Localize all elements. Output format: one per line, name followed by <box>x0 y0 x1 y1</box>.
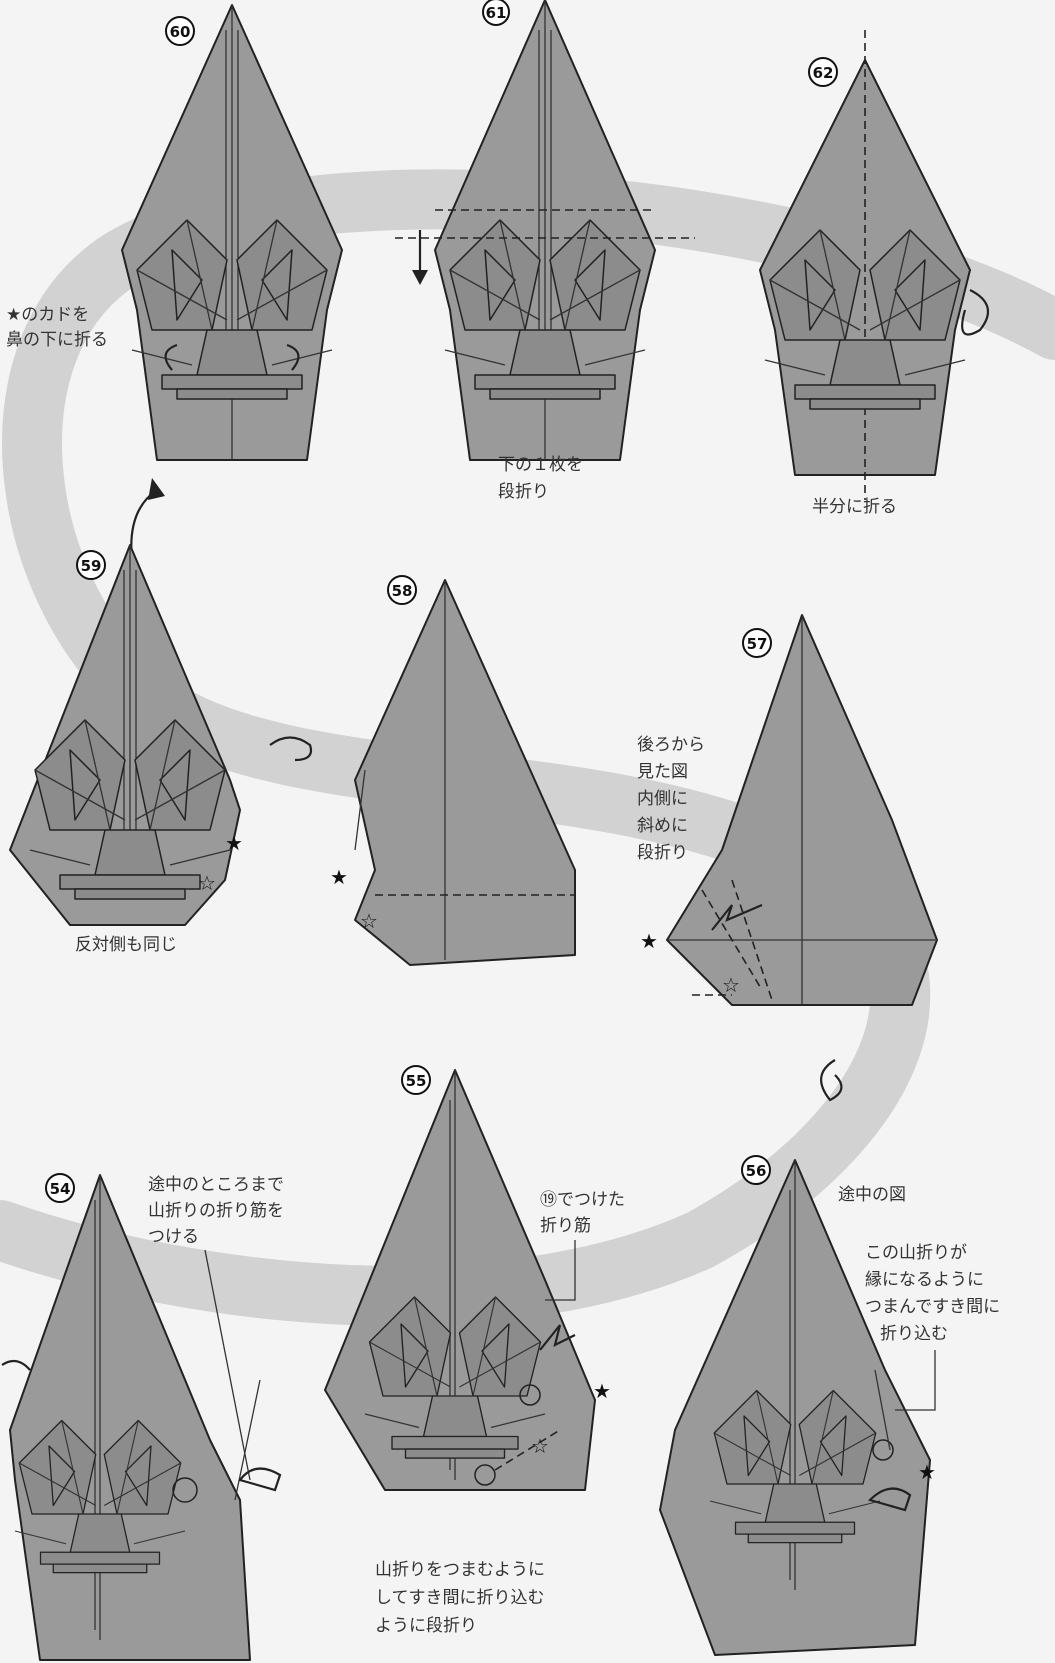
step-55-model <box>324 1069 596 1491</box>
step-58-star-filled: ★ <box>330 865 348 889</box>
step-59-model <box>9 544 241 926</box>
step-54-note-3: つける <box>148 1227 199 1247</box>
step-54-note-2: 山折りの折り筋を <box>148 1201 284 1221</box>
step-59-badge <box>76 550 106 580</box>
step-57-number: 57 <box>747 635 768 653</box>
step-61-badge <box>482 0 510 26</box>
step-55-number: 55 <box>406 1072 427 1090</box>
rotate-arrow <box>820 1059 843 1102</box>
step-56-badge <box>741 1155 771 1185</box>
step-58-model <box>354 579 576 966</box>
step-57-note-3: 内側に <box>637 789 688 809</box>
step-57-star-outline: ☆ <box>722 973 740 997</box>
step-60-note-1: ★のカドを <box>6 305 89 325</box>
step-55-bottom-note-2: してすき間に折り込む <box>375 1588 545 1608</box>
step-61-model <box>395 0 695 461</box>
step-55-bottom-note-3: ように段折り <box>375 1616 477 1636</box>
step-55-leader-line <box>545 1240 576 1301</box>
step-56-side-note-4: 折り込む <box>880 1324 948 1344</box>
step-58-number: 58 <box>392 582 413 600</box>
step-54-model <box>9 1174 282 1661</box>
step-55-badge <box>401 1065 431 1095</box>
step-62-model <box>759 30 990 500</box>
step-59-star-filled: ★ <box>225 831 243 855</box>
step-58-star-outline: ☆ <box>360 909 378 933</box>
step-56-number: 56 <box>746 1162 767 1180</box>
continue-arrow <box>1 1359 31 1371</box>
step-57-note-2: 見た図 <box>637 762 688 782</box>
step-60-number: 60 <box>170 23 191 41</box>
step-62-badge <box>808 57 838 87</box>
step-62-number: 62 <box>813 64 834 82</box>
step-61-number: 61 <box>486 4 507 22</box>
step-54-badge <box>45 1173 75 1203</box>
step-61-note-2: 段折り <box>498 482 549 502</box>
step-57-star-filled: ★ <box>640 929 658 953</box>
step-55-star-filled: ★ <box>593 1379 611 1403</box>
step-54-number: 54 <box>50 1180 71 1198</box>
step-57-note-1: 後ろから <box>637 735 705 755</box>
step-55-note-2: 折り筋 <box>540 1216 591 1236</box>
step-59-note-1: 反対側も同じ <box>75 935 177 955</box>
step-57-note-5: 段折り <box>637 843 688 863</box>
step-56-leader-line <box>895 1350 936 1411</box>
step-61-note-1: 下の１枚を <box>498 455 583 475</box>
step-56-note-1: 途中の図 <box>838 1185 906 1205</box>
step-57-note-4: 斜めに <box>637 816 688 836</box>
step-56-model <box>659 1159 931 1656</box>
turn-over-arrow <box>269 736 313 762</box>
step-55-note-1: ⑲でつけた <box>540 1190 625 1210</box>
step-57-badge <box>742 628 772 658</box>
step-59-number: 59 <box>81 557 102 575</box>
step-59-star-outline: ☆ <box>198 871 216 895</box>
step-60-model <box>121 4 343 461</box>
step-62-note-1: 半分に折る <box>812 497 897 517</box>
step-57-model <box>666 614 938 1006</box>
step-60-note-2: 鼻の下に折る <box>6 330 108 350</box>
step-55-bottom-note-1: 山折りをつまむように <box>375 1560 545 1580</box>
step-56-star-filled: ★ <box>918 1460 936 1484</box>
step-60-badge <box>165 16 195 46</box>
curved-arrow-59-to-60 <box>130 489 158 561</box>
step-56-side-note-1: この山折りが <box>865 1243 967 1263</box>
step-58-badge <box>387 575 417 605</box>
step-55-star-outline: ☆ <box>531 1434 549 1458</box>
step-56-side-note-2: 縁になるように <box>865 1270 984 1290</box>
step-54-note-1: 途中のところまで <box>148 1175 284 1195</box>
step-56-side-note-3: つまんですき間に <box>865 1297 1000 1317</box>
